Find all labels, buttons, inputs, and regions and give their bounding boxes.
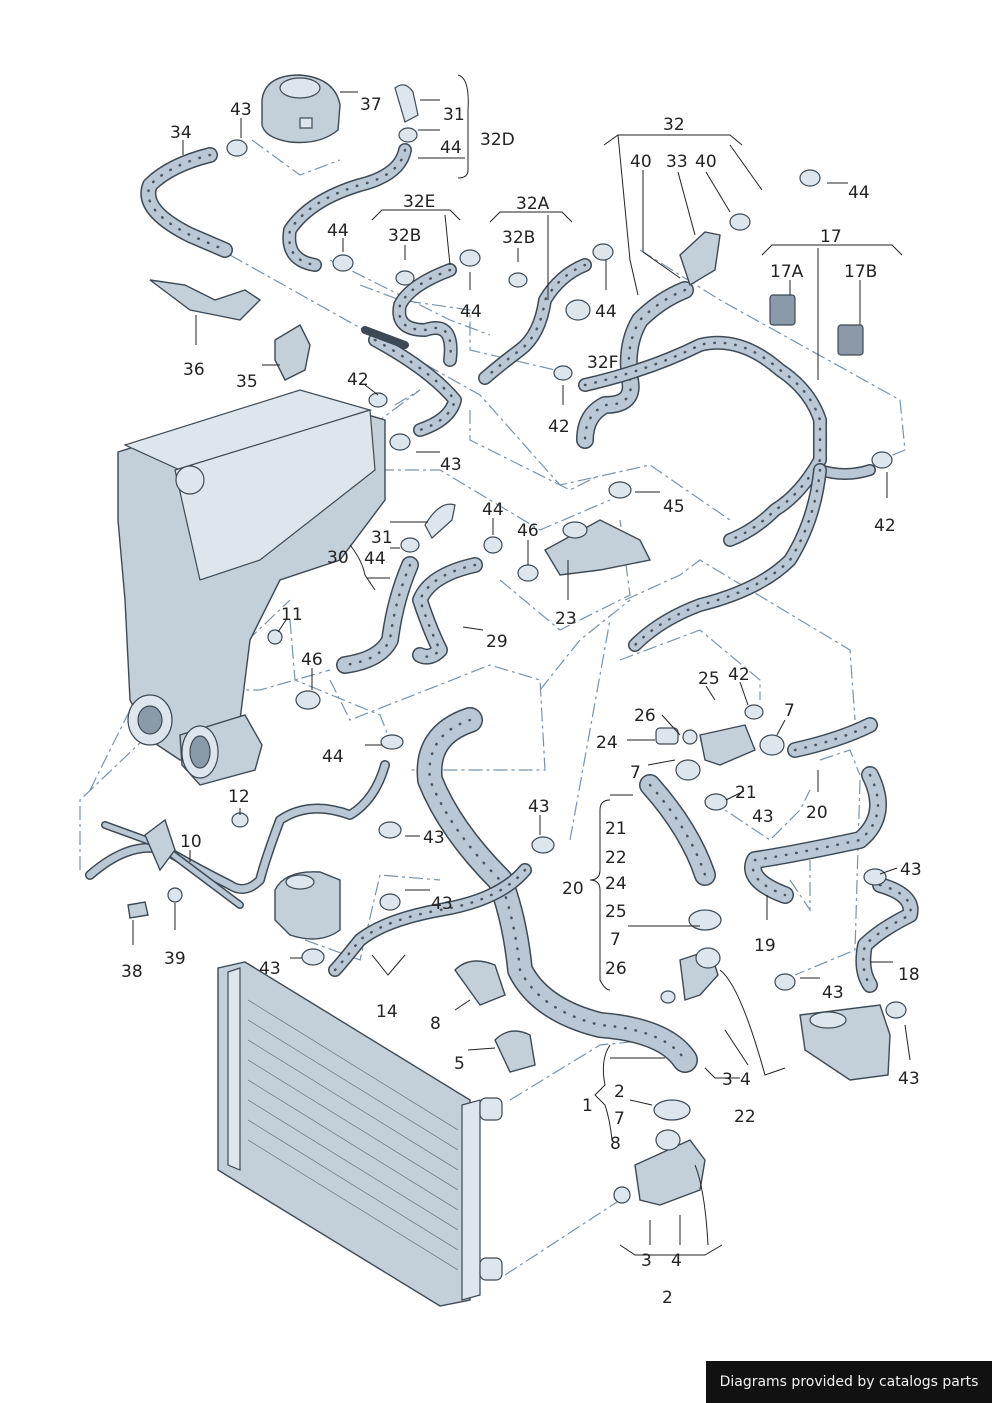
label-31: 31 <box>371 528 393 548</box>
label-40: 40 <box>695 152 717 172</box>
label-45: 45 <box>663 497 685 517</box>
label-31: 31 <box>443 105 465 125</box>
label-30: 30 <box>327 548 349 568</box>
label-44: 44 <box>440 138 462 158</box>
label-43: 43 <box>900 860 922 880</box>
label-26: 26 <box>605 959 627 979</box>
label-12: 12 <box>228 787 250 807</box>
label-40: 40 <box>630 152 652 172</box>
label-10: 10 <box>180 832 202 852</box>
label-8: 8 <box>610 1134 621 1154</box>
label-26: 26 <box>634 706 656 726</box>
label-43: 43 <box>259 959 281 979</box>
label-8: 8 <box>430 1014 441 1034</box>
label-7: 7 <box>610 930 621 950</box>
label-42: 42 <box>874 516 896 536</box>
label-24: 24 <box>605 874 627 894</box>
label-43: 43 <box>230 100 252 120</box>
label-24: 24 <box>596 733 618 753</box>
label-32b: 32B <box>388 226 421 246</box>
label-43: 43 <box>898 1069 920 1089</box>
label-44: 44 <box>482 500 504 520</box>
label-32: 32 <box>663 115 685 135</box>
leader-lines <box>132 74 911 1256</box>
connector-parts <box>127 84 864 1206</box>
label-14: 14 <box>376 1002 398 1022</box>
coolant-hoses <box>140 143 919 1073</box>
label-32f: 32F <box>587 353 618 373</box>
label-1: 1 <box>582 1096 593 1116</box>
label-44: 44 <box>364 549 386 569</box>
label-25: 25 <box>605 902 627 922</box>
label-34: 34 <box>170 123 192 143</box>
radiator <box>217 961 503 1307</box>
label-44: 44 <box>460 302 482 322</box>
oil-cooler <box>799 1004 891 1081</box>
label-3: 3 <box>641 1251 652 1271</box>
label-32a: 32A <box>516 194 550 214</box>
expansion-tank-37 <box>261 74 341 144</box>
label-2: 2 <box>662 1288 673 1308</box>
label-43: 43 <box>423 828 445 848</box>
label-43: 43 <box>822 983 844 1003</box>
label-18: 18 <box>898 965 920 985</box>
label-17b: 17B <box>844 262 877 282</box>
label-42: 42 <box>548 417 570 437</box>
reservoir-14 <box>274 871 341 940</box>
label-7: 7 <box>784 701 795 721</box>
label-33: 33 <box>666 152 688 172</box>
label-7: 7 <box>630 763 641 783</box>
label-44: 44 <box>322 747 344 767</box>
label-43: 43 <box>431 894 453 914</box>
label-39: 39 <box>164 949 186 969</box>
label-20: 20 <box>806 803 828 823</box>
label-17: 17 <box>820 227 842 247</box>
hose-clamps <box>226 127 907 1121</box>
label-37: 37 <box>360 95 382 115</box>
label-3: 3 <box>722 1070 733 1090</box>
label-21: 21 <box>605 819 627 839</box>
label-32b: 32B <box>502 228 535 248</box>
label-46: 46 <box>517 521 539 541</box>
label-46: 46 <box>301 650 323 670</box>
label-17a: 17A <box>770 262 804 282</box>
label-42: 42 <box>347 370 369 390</box>
label-35: 35 <box>236 372 258 392</box>
label-20: 20 <box>562 879 584 899</box>
label-38: 38 <box>121 962 143 982</box>
label-7: 7 <box>614 1109 625 1129</box>
label-4: 4 <box>740 1070 751 1090</box>
label-21: 21 <box>735 783 757 803</box>
label-44: 44 <box>595 302 617 322</box>
label-23: 23 <box>555 609 577 629</box>
label-2: 2 <box>614 1082 625 1102</box>
credit-banner: Diagrams provided by catalogs parts <box>706 1361 992 1403</box>
label-29: 29 <box>486 632 508 652</box>
label-36: 36 <box>183 360 205 380</box>
label-42: 42 <box>728 665 750 685</box>
label-32e: 32E <box>403 192 435 212</box>
assembly-reference-lines <box>79 139 906 1276</box>
label-44: 44 <box>848 183 870 203</box>
label-19: 19 <box>754 936 776 956</box>
label-22: 22 <box>734 1107 756 1127</box>
label-4: 4 <box>671 1251 682 1271</box>
label-32d: 32D <box>480 130 515 150</box>
label-25: 25 <box>698 669 720 689</box>
label-43: 43 <box>440 455 462 475</box>
label-11: 11 <box>281 605 303 625</box>
label-22: 22 <box>605 848 627 868</box>
label-43: 43 <box>528 797 550 817</box>
label-43: 43 <box>752 807 774 827</box>
engine-block <box>117 389 386 786</box>
part-labels: 34 43 37 31 32D 44 32 40 33 40 44 32E 32… <box>121 95 922 1308</box>
label-44: 44 <box>327 221 349 241</box>
label-5: 5 <box>454 1054 465 1074</box>
